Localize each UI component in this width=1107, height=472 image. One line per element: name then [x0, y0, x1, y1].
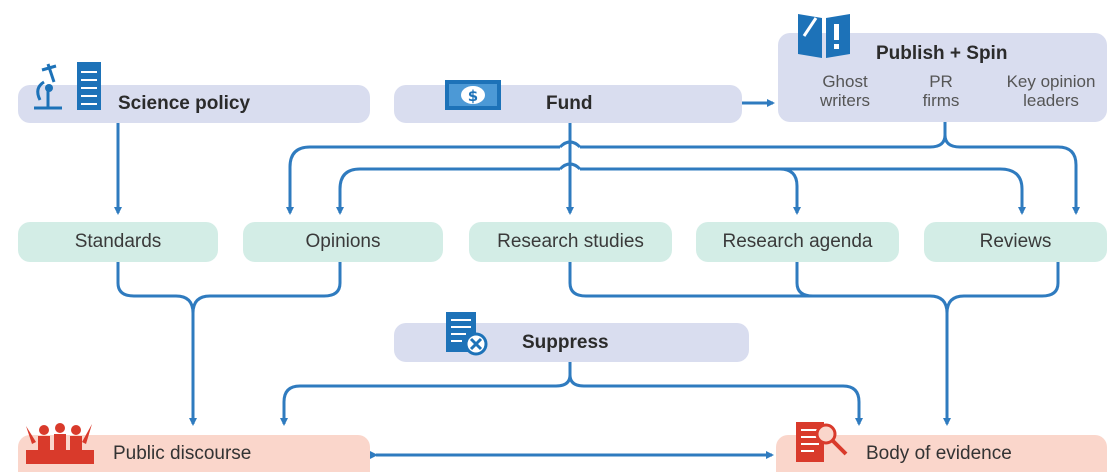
- money-icon: $: [445, 80, 501, 110]
- science-policy-label: Science policy: [118, 93, 251, 114]
- edge-publish-reviews: [943, 134, 1080, 215]
- protest-crowd-icon: [26, 423, 94, 464]
- standards-label: Standards: [74, 231, 162, 252]
- key-opinion-leaders-label: Key opinion leaders: [1006, 72, 1096, 110]
- evidence-search-icon: [796, 422, 848, 462]
- research-studies-box: Research studies: [469, 222, 672, 262]
- science-policy-box: Science policy: [18, 85, 370, 123]
- pr-firms-label: PR firms: [922, 72, 960, 110]
- reviews-box: Reviews: [924, 222, 1107, 262]
- book-icon: [798, 14, 850, 58]
- suppress-label: Suppress: [522, 331, 609, 353]
- edge-fund-hop2: [558, 162, 582, 171]
- edge-suppress-evidence: [568, 374, 863, 426]
- reviews-label: Reviews: [979, 231, 1052, 252]
- opinions-box: Opinions: [243, 222, 443, 262]
- research-agenda-label: Research agenda: [722, 231, 873, 252]
- suppress-document-icon: [446, 312, 488, 356]
- server-icon: [77, 62, 101, 110]
- edge-opinions-merge: [191, 262, 342, 314]
- fund-label: Fund: [546, 93, 593, 114]
- standards-box: Standards: [18, 222, 218, 262]
- edge-publish-join: [580, 122, 947, 149]
- edge-fund-hop: [558, 140, 582, 149]
- research-studies-label: Research studies: [497, 231, 644, 252]
- edge-standards-merge: [116, 262, 197, 426]
- ghost-writers-label: Ghost writers: [819, 72, 871, 110]
- edge-agenda-merge: [795, 262, 814, 298]
- edge-fund-opinions-outer: [286, 145, 560, 215]
- microscope-icon: [34, 63, 62, 110]
- edge-fund-reviews-a: [580, 167, 1026, 215]
- edge-fund-research-agenda: [580, 167, 801, 215]
- edge-suppress-public: [280, 362, 572, 426]
- public-discourse-label: Public discourse: [113, 442, 252, 464]
- edge-studies-merge: [568, 262, 951, 426]
- research-agenda-box: Research agenda: [696, 222, 899, 262]
- edge-fund-opinions-inner: [336, 167, 560, 215]
- body-of-evidence-label: Body of evidence: [866, 442, 1012, 464]
- edge-reviews-merge: [945, 262, 1060, 314]
- svg-text:$: $: [468, 87, 478, 105]
- opinions-label: Opinions: [305, 231, 381, 252]
- publish-spin-label: Publish + Spin: [876, 43, 1008, 64]
